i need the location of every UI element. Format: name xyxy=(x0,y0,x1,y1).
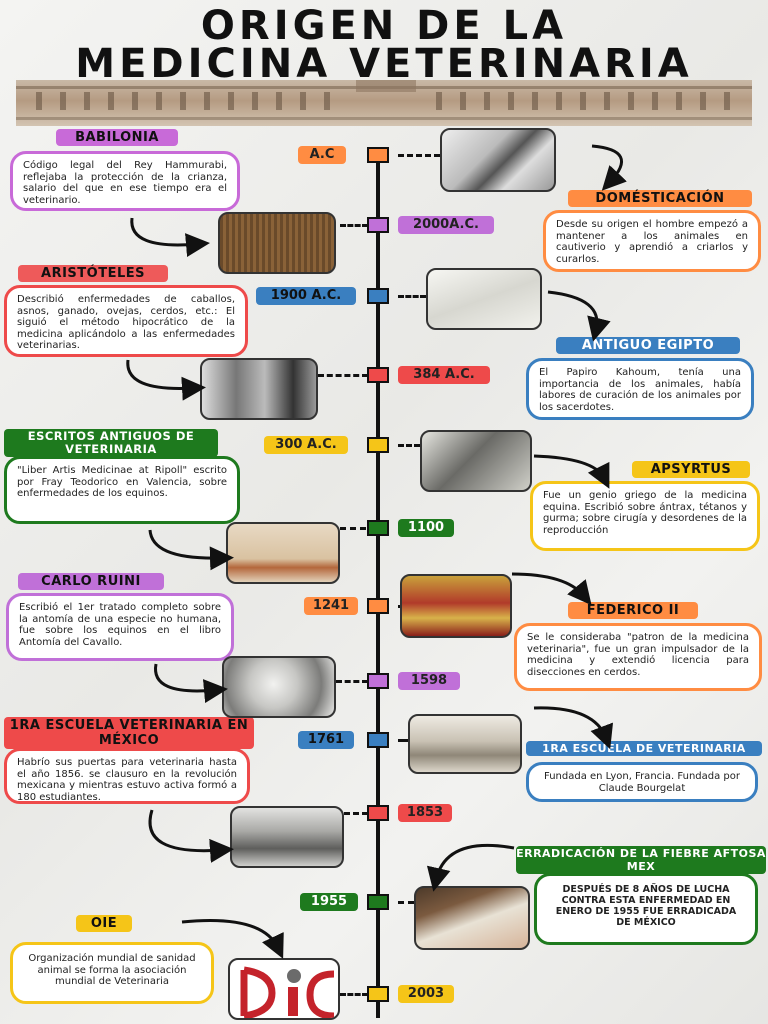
timeline-marker xyxy=(367,288,389,304)
arrow-escritos xyxy=(148,529,234,571)
timeline-axis xyxy=(376,148,380,1018)
arrow-aristoteles xyxy=(126,359,206,401)
box-apsyrtus: Fue un genio griego de la medicina equin… xyxy=(530,481,760,551)
box-oie: Organización mundial de sanidad animal s… xyxy=(10,942,214,1004)
timeline-marker xyxy=(367,437,389,453)
timeline-connector xyxy=(398,605,400,608)
box-escritos-antiguos: "Liber Artis Medicinae at Ripoll" escrit… xyxy=(4,456,240,524)
timeline-connector xyxy=(398,444,420,447)
heading-apsyrtus: APSYRTUS xyxy=(632,461,750,478)
timeline-date: A.C xyxy=(298,146,346,164)
box-fiebre-aftosa: DESPUÉS DE 8 AÑOS DE LUCHA CONTRA ESTA E… xyxy=(534,873,758,945)
arrow-lyon xyxy=(533,706,614,750)
timeline-date: 1900 A.C. xyxy=(256,287,356,305)
photo-hammurabi-code xyxy=(218,212,336,274)
photo-lyon-school xyxy=(408,714,522,774)
timeline-connector xyxy=(398,154,440,157)
timeline-marker xyxy=(367,986,389,1002)
banner-building-image xyxy=(16,80,752,126)
photo-domestication-engraving xyxy=(440,128,556,192)
photo-horse-manuscript xyxy=(226,522,340,584)
timeline-connector xyxy=(340,993,368,996)
arrow-aftosa xyxy=(426,843,515,892)
arrow-babilonia xyxy=(130,217,210,257)
timeline-date: 1100 xyxy=(398,519,454,537)
arrow-domesticacion xyxy=(591,144,627,191)
timeline-marker xyxy=(367,673,389,689)
timeline-marker xyxy=(367,520,389,536)
timeline-date: 1853 xyxy=(398,804,452,822)
timeline-date: 2003 xyxy=(398,985,454,1003)
timeline-date: 1761 xyxy=(298,731,354,749)
page-title-line-2: MEDICINA VETERINARIA xyxy=(75,41,693,87)
timeline-connector xyxy=(340,224,368,227)
arrow-mexico xyxy=(148,809,234,863)
box-antiguo-egipto: El Papiro Kahoum, tenía una importancia … xyxy=(526,358,754,420)
arrow-ruini xyxy=(154,663,228,704)
photo-federico-portrait xyxy=(400,574,512,638)
box-domesticacion: Desde su origen el hombre empezó a mante… xyxy=(543,210,761,272)
box-escuela-lyon: Fundada en Lyon, Francia. Fundada por Cl… xyxy=(526,762,758,802)
timeline-marker xyxy=(367,894,389,910)
timeline-date: 384 A.C. xyxy=(398,366,490,384)
timeline-connector xyxy=(336,680,368,683)
heading-babilonia: BABILONIA xyxy=(56,129,178,146)
heading-carlo-ruini: CARLO RUINI xyxy=(18,573,164,590)
timeline-date: 2000A.C. xyxy=(398,216,494,234)
timeline-connector xyxy=(398,739,408,742)
arrow-federico xyxy=(511,572,592,606)
box-carlo-ruini: Escribió el 1er tratado completo sobre l… xyxy=(6,593,234,661)
photo-cattle-aftosa xyxy=(414,886,530,950)
heading-aristoteles: ARISTÓTELES xyxy=(18,265,168,282)
timeline-connector xyxy=(340,527,366,530)
timeline-connector xyxy=(344,812,368,815)
timeline-connector xyxy=(398,901,414,904)
timeline-connector xyxy=(318,374,368,377)
box-escuela-mexico: Habrío sus puertas para veterinaria hast… xyxy=(4,748,250,804)
box-federico-ii: Se le consideraba "patron de la medicina… xyxy=(514,623,762,691)
photo-mexico-school xyxy=(230,806,344,868)
arrow-oie xyxy=(181,918,284,959)
timeline-date: 300 A.C. xyxy=(264,436,348,454)
heading-federico-ii: FEDERICO II xyxy=(568,602,698,619)
photo-aristotle-engraving xyxy=(200,358,318,420)
arrow-egipto xyxy=(547,290,611,342)
heading-oie: OIE xyxy=(76,915,132,932)
photo-apsyrtus-manuscript xyxy=(420,430,532,492)
box-babilonia: Código legal del Rey Hammurabi, reflejab… xyxy=(10,151,240,211)
photo-oie-logo xyxy=(228,958,340,1020)
heading-fiebre-aftosa: ERRADICACIÓN DE LA FIEBRE AFTOSA MEX xyxy=(516,846,766,874)
timeline-marker xyxy=(367,805,389,821)
heading-escritos-antiguos: ESCRITOS ANTIGUOS DE VETERINARIA xyxy=(4,429,218,457)
timeline-date: 1241 xyxy=(304,597,358,615)
arrow-apsyrtus xyxy=(533,454,610,489)
timeline-marker xyxy=(367,367,389,383)
heading-domesticacion: DOMÉSTICACIÓN xyxy=(568,190,752,207)
timeline-marker xyxy=(367,217,389,233)
timeline-connector xyxy=(398,295,426,298)
timeline-marker xyxy=(367,598,389,614)
photo-egyptian-drawing xyxy=(426,268,542,330)
timeline-date: 1598 xyxy=(398,672,460,690)
box-aristoteles: Describió enfermedades de caballos, asno… xyxy=(4,285,248,357)
timeline-marker xyxy=(367,147,389,163)
page-title-line-1: ORIGEN DE LA xyxy=(200,3,568,49)
timeline-marker xyxy=(367,732,389,748)
heading-escuela-mexico: 1RA ESCUELA VETERINARIA EN MÉXICO xyxy=(4,717,254,749)
timeline-date: 1955 xyxy=(300,893,358,911)
